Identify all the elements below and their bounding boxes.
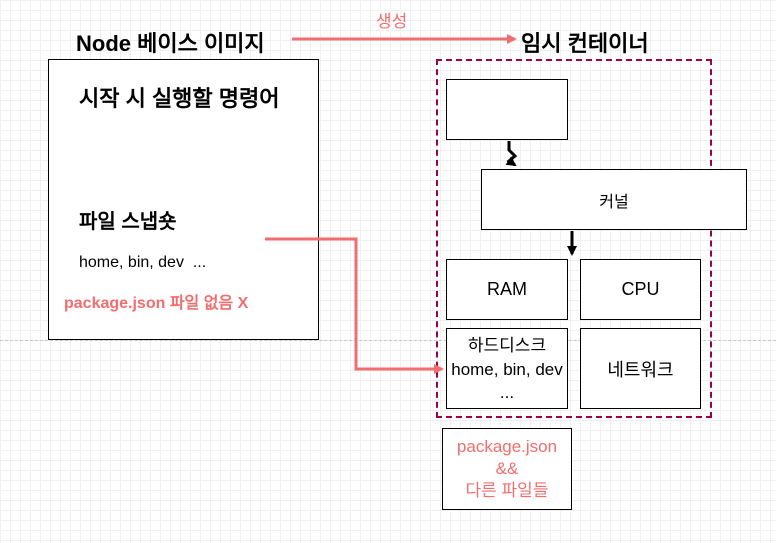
network-label: 네트워크 — [607, 359, 674, 380]
snapshot-title: 파일 스냅숏 — [79, 211, 177, 233]
kernel-label: 커널 — [599, 193, 629, 211]
network-box[interactable]: 네트워크 — [580, 328, 701, 409]
cpu-box[interactable]: CPU — [580, 259, 701, 320]
extra-files-line2: && — [495, 459, 519, 478]
snapshot-to-disk-arrow — [265, 237, 444, 374]
ram-box[interactable]: RAM — [446, 259, 568, 320]
empty-box[interactable] — [446, 79, 568, 140]
ellipsis-text: ... — [79, 170, 91, 178]
container-boundary — [436, 59, 712, 418]
hard-disk-box[interactable]: 하드디스크 home, bin, dev ... — [446, 328, 568, 409]
extra-files-line1: package.json — [456, 437, 558, 456]
extra-files-line3: 다른 파일들 — [465, 481, 549, 500]
startup-command-label: 시작 시 실행할 명령어 — [79, 86, 280, 111]
ram-label: RAM — [487, 279, 527, 299]
kernel-box[interactable]: 커널 — [481, 169, 747, 230]
hard-disk-title: 하드디스크 — [467, 335, 547, 355]
missing-package-note: package.json 파일 없음 X — [64, 295, 249, 312]
container-title: 임시 컨테이너 — [521, 31, 649, 56]
base-image-title: Node 베이스 이미지 — [76, 31, 265, 56]
extra-files-box[interactable]: package.json && 다른 파일들 — [442, 428, 572, 510]
startup-to-kernel-arrow — [505, 141, 518, 167]
snapshot-files: home, bin, dev ... — [79, 254, 207, 271]
hard-disk-files: home, bin, dev ... — [451, 359, 573, 402]
cpu-label: CPU — [621, 279, 660, 299]
page-break-line — [0, 340, 776, 341]
create-arrow-label: 생성 — [376, 12, 408, 31]
base-image-box[interactable]: 시작 시 실행할 명령어 ... 파일 스냅숏 home, bin, dev .… — [48, 59, 319, 340]
